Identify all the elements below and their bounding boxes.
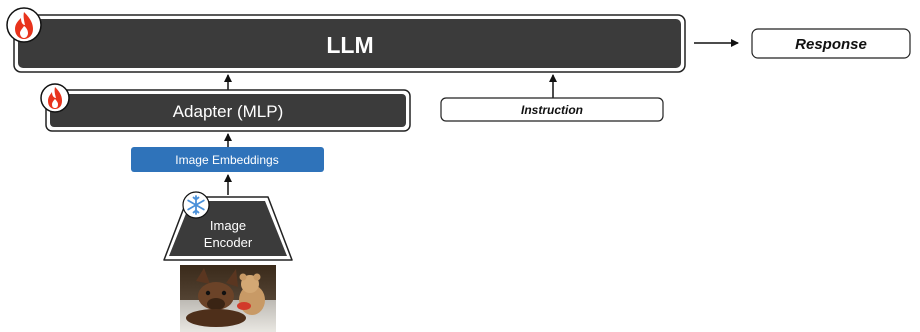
instruction-box: Instruction bbox=[440, 97, 664, 122]
embeddings-label: Image Embeddings bbox=[175, 153, 278, 167]
llm-label: LLM bbox=[326, 32, 373, 58]
embeddings-box: Image Embeddings bbox=[131, 147, 324, 172]
encoder-snowflake-icon bbox=[182, 191, 210, 219]
input-image bbox=[180, 265, 276, 332]
adapter-block: Adapter (MLP) bbox=[45, 89, 411, 132]
encoder-label-line2: Encoder bbox=[204, 235, 253, 250]
llm-block: LLM bbox=[13, 14, 686, 73]
adapter-label: Adapter (MLP) bbox=[173, 102, 284, 121]
encoder-label-line1: Image bbox=[210, 218, 246, 233]
adapter-fire-icon bbox=[40, 83, 70, 113]
response-label: Response bbox=[795, 36, 867, 53]
response-box: Response bbox=[751, 28, 911, 59]
llm-fire-icon bbox=[6, 7, 42, 43]
instruction-label: Instruction bbox=[521, 103, 583, 117]
